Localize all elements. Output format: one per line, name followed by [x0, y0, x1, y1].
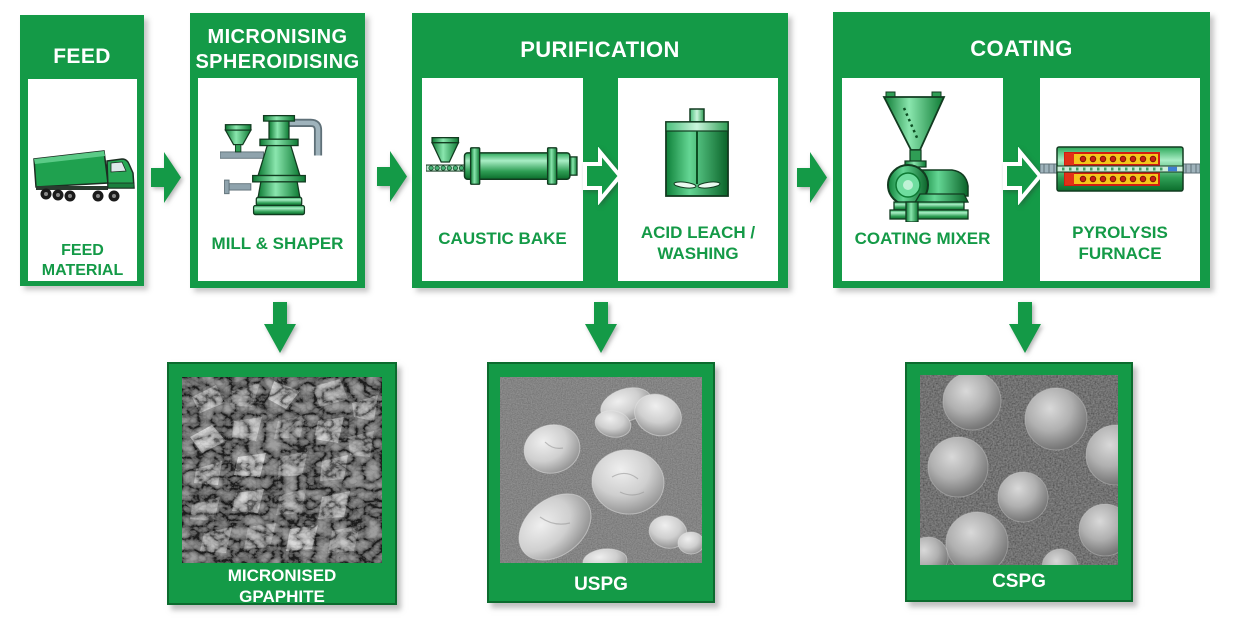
purification-panel: PURIFICATION CAUSTIC BAKE [412, 13, 788, 288]
mill-shaper-icon [220, 114, 323, 216]
acid-leach-label: ACID LEACH / WASHING [640, 223, 756, 264]
stirred-tank-icon [665, 108, 729, 197]
cspg-label: CSPG [992, 571, 1046, 592]
acid-leach-box: ACID LEACH / WASHING [618, 78, 778, 281]
pyrolysis-furnace-box: PYROLYSIS FURNACE [1040, 78, 1200, 281]
rotary-kiln-icon [426, 136, 578, 185]
step-arrow-icon [583, 147, 623, 205]
output-micronised-graphite: MICRONISED GPAPHITE [167, 362, 397, 607]
micronising-title: MICRONISING SPHEROIDISING [195, 26, 360, 73]
caustic-bake-label: CAUSTIC BAKE [438, 229, 567, 248]
micronised-graphite-label: MICRONISED GPAPHITE [227, 566, 337, 607]
coating-mixer-box: COATING MIXER [842, 78, 1003, 281]
pyrolysis-furnace-icon [1040, 146, 1200, 192]
flow-arrow-icon [151, 152, 181, 203]
purification-title: PURIFICATION [520, 37, 680, 62]
sem-uspg-image [500, 377, 702, 563]
feed-title: FEED [53, 45, 111, 68]
down-arrow-icon [264, 302, 296, 353]
flow-arrow-icon [377, 151, 407, 202]
flow-arrow-icon [797, 152, 827, 203]
uspg-label: USPG [574, 574, 628, 595]
mill-shaper-label: MILL & SHAPER [211, 234, 344, 253]
caustic-bake-box: CAUSTIC BAKE [422, 78, 583, 281]
mill-shaper-box: MILL & SHAPER [198, 78, 357, 281]
step-arrow-icon [1003, 147, 1043, 205]
coating-mixer-icon [882, 91, 970, 222]
feed-panel: FEED FEED MATERIAL [20, 15, 144, 286]
pyrolysis-furnace-label: PYROLYSIS FURNACE [1072, 223, 1168, 264]
micronising-panel: MICRONISING SPHEROIDISING [190, 13, 365, 288]
output-uspg: USPG [487, 362, 715, 603]
coating-title: COATING [970, 36, 1073, 61]
coating-mixer-label: COATING MIXER [854, 229, 991, 248]
down-arrow-icon [585, 302, 617, 353]
truck-icon [33, 150, 135, 202]
output-cspg: CSPG [905, 362, 1133, 602]
down-arrow-icon [1009, 302, 1041, 353]
feed-material-box: FEED MATERIAL [28, 79, 137, 281]
sem-cspg-image [920, 375, 1118, 565]
coating-panel: COATING COATING MIXER [833, 12, 1210, 288]
feed-material-label: FEED MATERIAL [41, 242, 124, 279]
sem-micronised-graphite-image [182, 377, 382, 563]
